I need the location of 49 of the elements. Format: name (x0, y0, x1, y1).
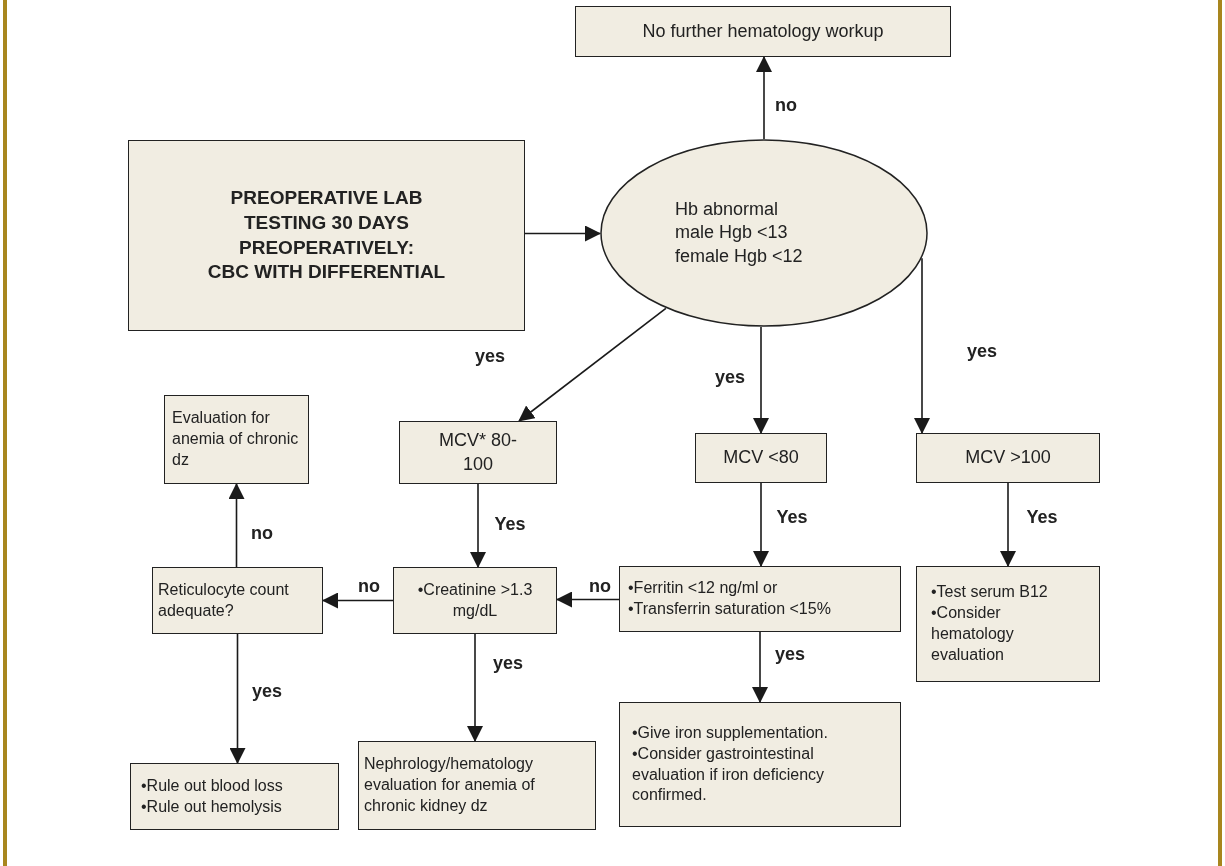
node-text: •Consider gastrointestinal evaluation if iron deficiency confirmed. (632, 743, 826, 806)
arrow (467, 633, 483, 742)
node-text: No further hematology workup (642, 19, 884, 43)
arrow (229, 633, 246, 764)
arrow (524, 225, 601, 242)
node-text: Reticulocyte count adequate? (158, 579, 290, 621)
decision-ellipse (600, 139, 928, 327)
node-text: •Test serum B12 (931, 582, 1048, 603)
process-box (695, 433, 827, 483)
arrow (752, 631, 768, 703)
process-box (164, 395, 309, 484)
arrow (756, 56, 772, 140)
process-box (358, 741, 596, 830)
node-text: •Consider hematology evaluation (931, 603, 1015, 665)
arrow (1000, 482, 1016, 567)
node-text: PREOPERATIVE LAB TESTING 30 DAYS PREOPERATIVELY: (229, 186, 424, 260)
node-text: Evaluation for anemia of chronic dz (172, 408, 300, 470)
arrow (556, 591, 620, 608)
node-text: CBC WITH DIFFERENTIAL (207, 260, 446, 285)
node-text: MCV <80 (723, 446, 799, 470)
arrow (322, 592, 394, 609)
node-text: •Give iron supplementation. (632, 722, 828, 743)
process-box (619, 702, 901, 827)
arrow (753, 326, 769, 434)
node-text: •Rule out blood loss (141, 775, 283, 796)
node-text: MCV >100 (965, 446, 1051, 470)
process-box (130, 763, 339, 830)
process-box (916, 566, 1100, 682)
arrow (518, 307, 667, 422)
arrow (914, 257, 930, 434)
node-text: Nephrology/hematology evaluation for anemia of chronic kidney dz (364, 754, 536, 816)
process-box (393, 567, 557, 634)
node-text: Hb abnormal (675, 197, 779, 221)
process-box (575, 6, 951, 57)
node-text: male Hgb <13 (675, 221, 788, 245)
node-text: •Creatinine >1.3 mg/dL (416, 579, 534, 621)
process-box (619, 566, 901, 632)
arrow (228, 483, 245, 568)
process-box (128, 140, 525, 331)
node-text: MCV* 80-100 (438, 429, 518, 476)
node-text: •Ferritin <12 ng/ml or (628, 578, 778, 599)
node-text: •Rule out hemolysis (141, 796, 282, 817)
process-box (399, 421, 557, 484)
process-box (152, 567, 323, 634)
arrow (753, 482, 769, 567)
node-text: female Hgb <12 (675, 244, 803, 268)
process-box (916, 433, 1100, 483)
node-text: •Transferrin saturation <15% (628, 599, 831, 619)
arrow (470, 483, 486, 568)
